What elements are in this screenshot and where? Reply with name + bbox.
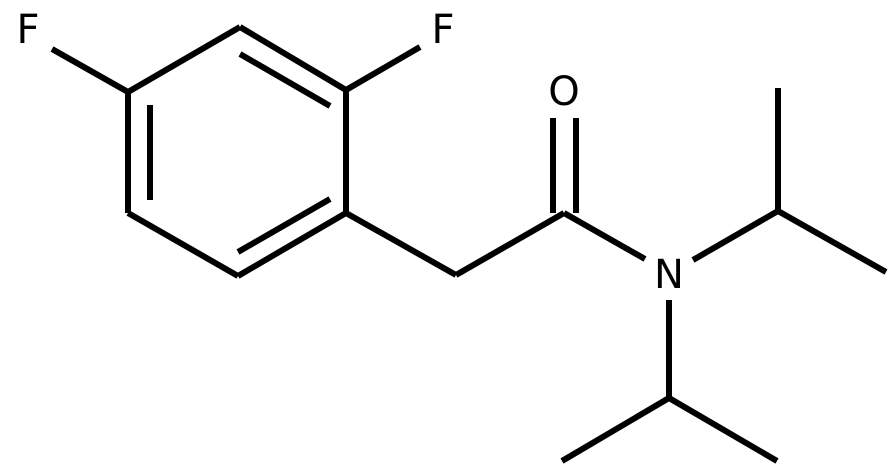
bond-isopropyl-top-methyl-right (776, 208, 888, 275)
bond-nitrogen-isopropyl-top (691, 208, 780, 263)
ring-bond-c1-c2 (126, 24, 242, 95)
ring-bond-c4-c5-inner (236, 196, 332, 255)
bond-c1-fluorine (50, 46, 130, 95)
benzene-ring (125, 24, 349, 279)
ring-bond-c4-c5 (236, 210, 348, 279)
bond-isopropyl-bottom-methyl-left (560, 395, 671, 464)
bond-ring-ch2 (344, 210, 458, 278)
atom-label-fluorine-ortho: F (431, 7, 454, 53)
atom-label-carbonyl-oxygen: O (548, 69, 579, 115)
ring-bond-c3-c3-inner (238, 51, 332, 109)
bond-c3-fluorine (344, 44, 422, 93)
bond-carbonyl-nitrogen (562, 210, 647, 262)
ring-bond-c5-c6 (126, 210, 240, 279)
bond-ch2-carbonyl (454, 210, 566, 278)
bond-isopropyl-bottom-methyl-right (667, 395, 779, 464)
ring-bond-c2-c3 (238, 24, 348, 93)
atom-label-fluorine-para: F (16, 7, 39, 53)
atom-label-amide-nitrogen: N (654, 252, 684, 298)
